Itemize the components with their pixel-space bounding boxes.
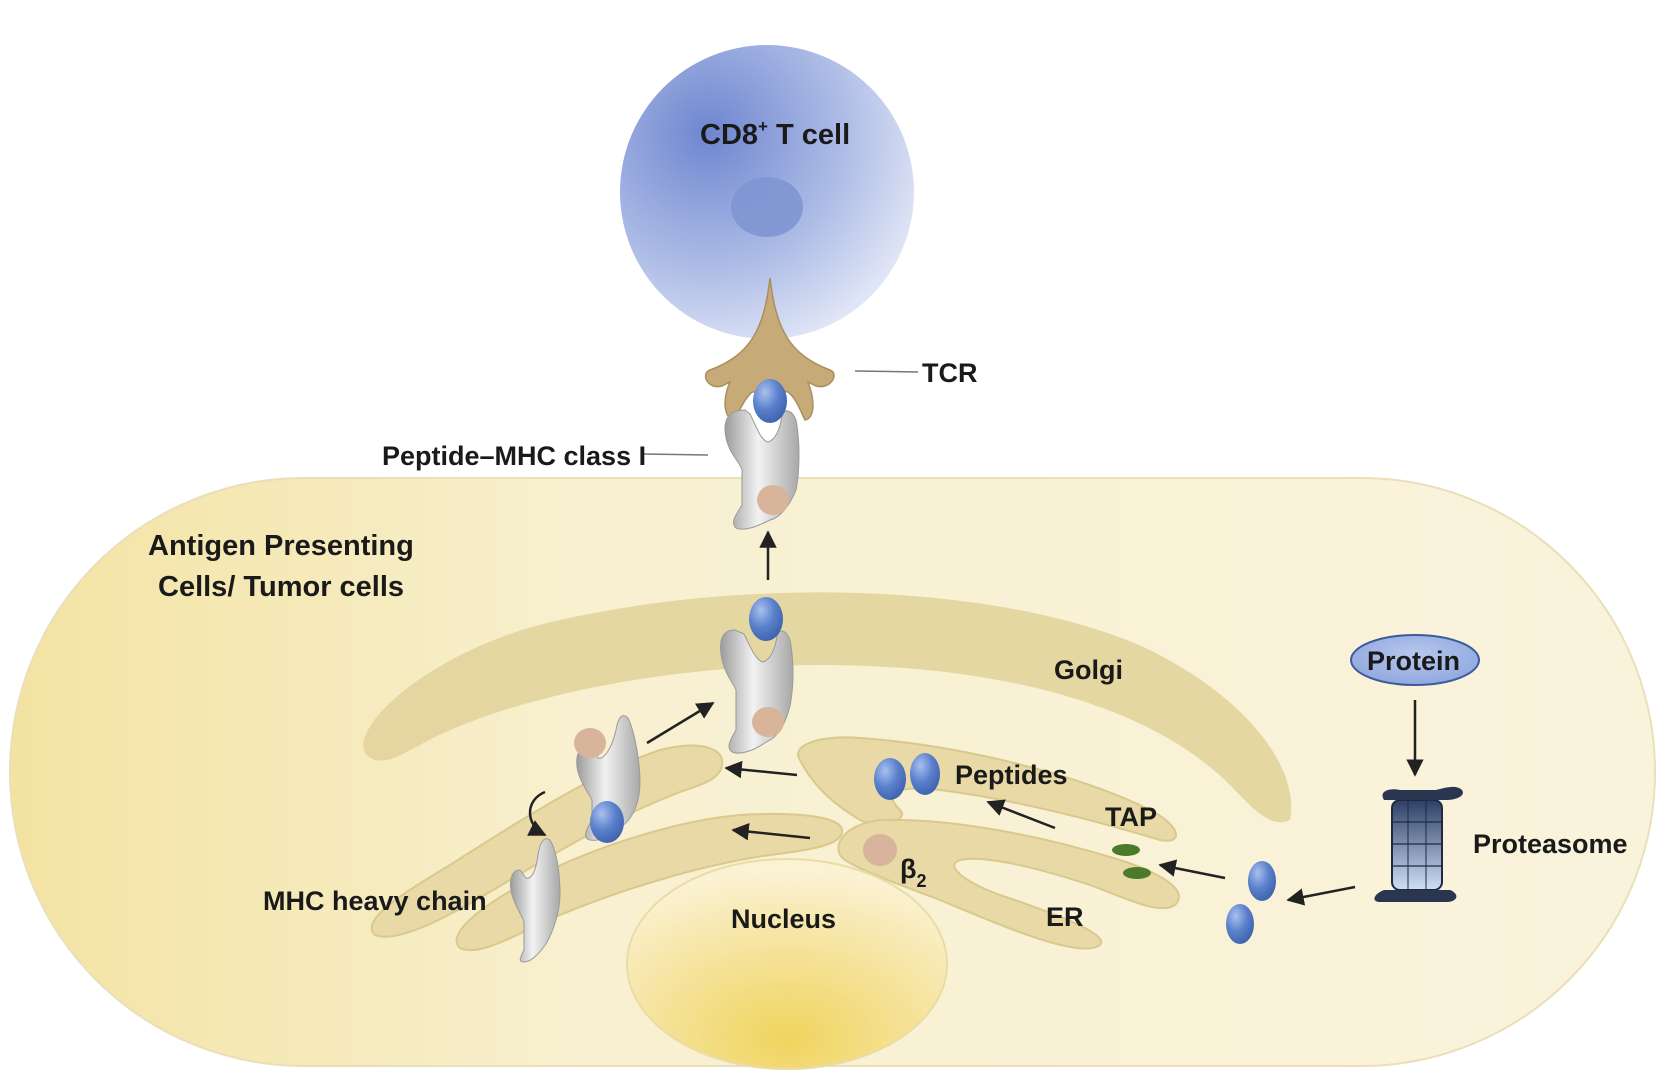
proteasome-icon	[1374, 786, 1463, 902]
apc-label-line1: Antigen Presenting	[148, 530, 414, 562]
golgi-label: Golgi	[1054, 655, 1123, 685]
t-cell	[620, 45, 914, 339]
pmhc-leader-line	[642, 453, 709, 456]
arrow-proteasome-to-peptides	[1286, 885, 1356, 906]
pmhc-label: Peptide–MHC class I	[382, 441, 646, 471]
t-cell-label: CD8+ T cell	[700, 117, 850, 151]
mhc-heavy-chain-label: MHC heavy chain	[263, 886, 487, 916]
beta2-label: β2	[900, 854, 927, 891]
golgi-pmhc	[720, 597, 794, 754]
arrow-er-to-golgi	[646, 701, 715, 745]
tap-subunit	[1112, 844, 1140, 856]
pathway-arrows	[646, 530, 1424, 906]
tap-transporter	[1112, 844, 1151, 879]
peptides-label: Peptides	[955, 760, 1068, 790]
tcr-label: TCR	[922, 358, 978, 388]
cytosolic-peptide	[1226, 904, 1254, 944]
golgi	[363, 592, 1292, 823]
cytosolic-peptides	[1226, 861, 1276, 944]
surface-peptide	[753, 379, 787, 423]
arrow-er-lower	[731, 822, 811, 841]
folding-arrow-icon	[526, 790, 547, 837]
tap-subunit	[1123, 867, 1151, 879]
er-peptide	[874, 758, 906, 800]
surface-beta2m	[757, 485, 789, 515]
leader-lines	[642, 370, 919, 456]
arrow-tap-to-peptides	[986, 799, 1056, 830]
er-loading-peptide	[590, 801, 624, 843]
protein	[1350, 634, 1480, 686]
apc-label-line2: Cells/ Tumor cells	[158, 571, 404, 603]
er-label: ER	[1046, 902, 1084, 932]
protein-label: Protein	[1367, 646, 1460, 676]
proteasome-label: Proteasome	[1473, 829, 1628, 859]
er-loading-beta2m	[574, 728, 606, 758]
er-pmhc-loading	[574, 715, 641, 843]
labels: CD8+ T cell TCR Peptide–MHC class I Anti…	[148, 117, 1628, 934]
arrow-cytosol-to-tap	[1158, 859, 1226, 880]
t-cell-nucleus	[731, 177, 803, 237]
nucleus	[626, 858, 948, 1070]
tap-label: TAP	[1105, 802, 1157, 832]
er-peptides	[874, 753, 940, 800]
mhc-heavy-chain-shape	[509, 838, 561, 963]
er-beta2m	[863, 834, 897, 866]
surface-pmhc	[724, 379, 800, 530]
nucleus-label: Nucleus	[731, 904, 836, 934]
golgi-beta2m	[752, 707, 784, 737]
golgi-peptide	[749, 597, 783, 641]
tcr-leader-line	[854, 370, 919, 373]
cytosolic-peptide	[1248, 861, 1276, 901]
arrow-er-upper	[724, 760, 798, 779]
er-peptide	[910, 753, 940, 795]
